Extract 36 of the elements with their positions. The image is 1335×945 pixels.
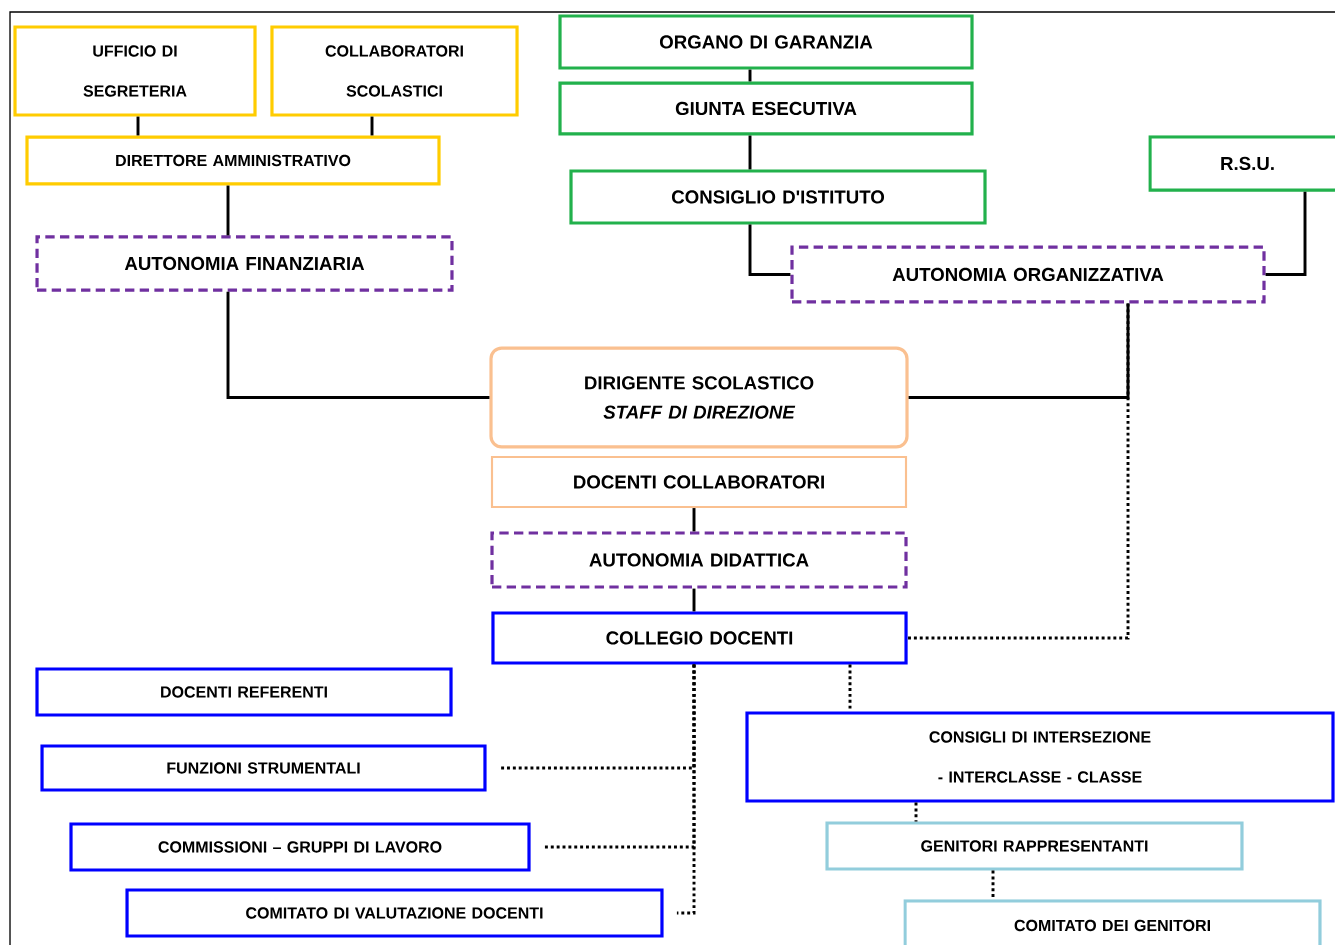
connector-line xyxy=(370,116,374,136)
staff-box: DOCENTI COLLABORATORI xyxy=(490,455,908,509)
office-box: UFFICIO DI SEGRETERIA xyxy=(13,25,257,117)
role-box: FUNZIONI STRUMENTALI xyxy=(40,744,487,792)
council-box: GIUNTA ESECUTIVA xyxy=(558,81,974,136)
role-box: COMMISSIONI – GRUPPI DI LAVORO xyxy=(69,822,531,872)
area-box: AUTONOMIA FINANZIARIA xyxy=(35,235,454,292)
connector-line xyxy=(226,185,230,236)
area-box: AUTONOMIA DIDATTICA xyxy=(490,531,908,589)
connector-line xyxy=(136,116,140,136)
connector-line xyxy=(226,291,490,399)
connector-line xyxy=(692,508,696,532)
council-box: ORGANO DI GARANZIA xyxy=(558,14,974,70)
council-box: R.S.U. xyxy=(1148,135,1335,192)
head-box: DIRIGENTE SCOLASTICO STAFF DI DIREZIONE xyxy=(489,346,909,449)
connector-line xyxy=(991,870,995,900)
connector-line xyxy=(692,588,696,612)
role-box: DOCENTI REFERENTI xyxy=(35,667,453,717)
role-box: COMITATO DI VALUTAZIONE DOCENTI xyxy=(125,888,664,938)
parent-box: COMITATO DEI GENITORI xyxy=(903,899,1322,945)
connector-line xyxy=(907,303,1130,640)
parent-box: GENITORI RAPPRESENTANTI xyxy=(825,821,1244,871)
connector-line xyxy=(748,135,752,170)
office-box: COLLABORATORI SCOLASTICI xyxy=(270,25,519,117)
connector-line xyxy=(908,303,1130,399)
council-box: CONSIGLIO D'ISTITUTO xyxy=(569,169,987,225)
connector-line xyxy=(914,802,918,822)
board-box: COLLEGIO DOCENTI xyxy=(491,611,908,665)
connector-line xyxy=(748,69,752,82)
office-box: DIRETTORE AMMINISTRATIVO xyxy=(25,135,441,186)
connector-line xyxy=(1265,191,1307,276)
connector-line xyxy=(748,224,791,276)
area-box: AUTONOMIA ORGANIZZATIVA xyxy=(790,245,1266,304)
connector-line xyxy=(676,664,696,915)
connector-line xyxy=(848,664,852,712)
board-box: CONSIGLI DI INTERSEZIONE - INTERCLASSE - CLASSE xyxy=(745,711,1335,803)
